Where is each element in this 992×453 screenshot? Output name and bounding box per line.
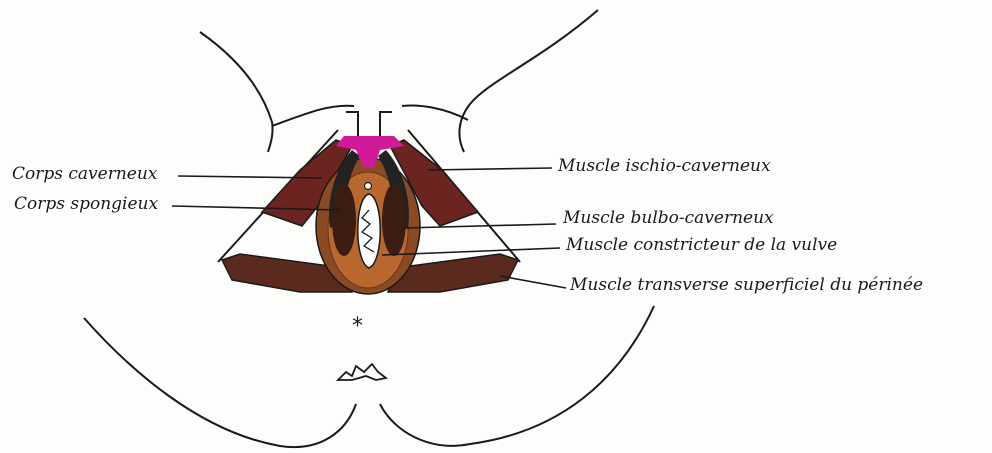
clitoris-suspensory-lines	[346, 112, 392, 136]
label-muscle-bulbo-caverneux: Muscle bulbo-caverneux	[563, 210, 774, 227]
right-buttock-outline	[380, 306, 654, 446]
anus-outline	[338, 364, 386, 380]
label-muscle-constricteur-vulve: Muscle constricteur de la vulve	[566, 237, 837, 254]
corps-spongieux-left	[332, 184, 356, 256]
label-corps-caverneux: Corps caverneux	[12, 166, 157, 183]
pubic-curve	[272, 106, 468, 126]
vulva-opening	[358, 194, 381, 268]
corps-spongieux-right	[382, 184, 406, 256]
left-buttock-outline	[84, 318, 356, 447]
perineal-body-mark: *	[352, 314, 363, 339]
right-thigh-outline	[459, 10, 598, 152]
leader-transverse-superficiel	[500, 276, 566, 288]
leader-bulbo-caverneux	[404, 224, 556, 228]
leader-ischio-caverneux	[428, 168, 552, 170]
label-muscle-ischio-caverneux: Muscle ischio-caverneux	[558, 158, 771, 175]
label-muscle-transverse-superficiel: Muscle transverse superficiel du périnée	[570, 277, 923, 294]
label-corps-spongieux: Corps spongieux	[14, 196, 158, 213]
urethral-meatus	[365, 183, 372, 190]
left-thigh-outline	[200, 32, 273, 152]
